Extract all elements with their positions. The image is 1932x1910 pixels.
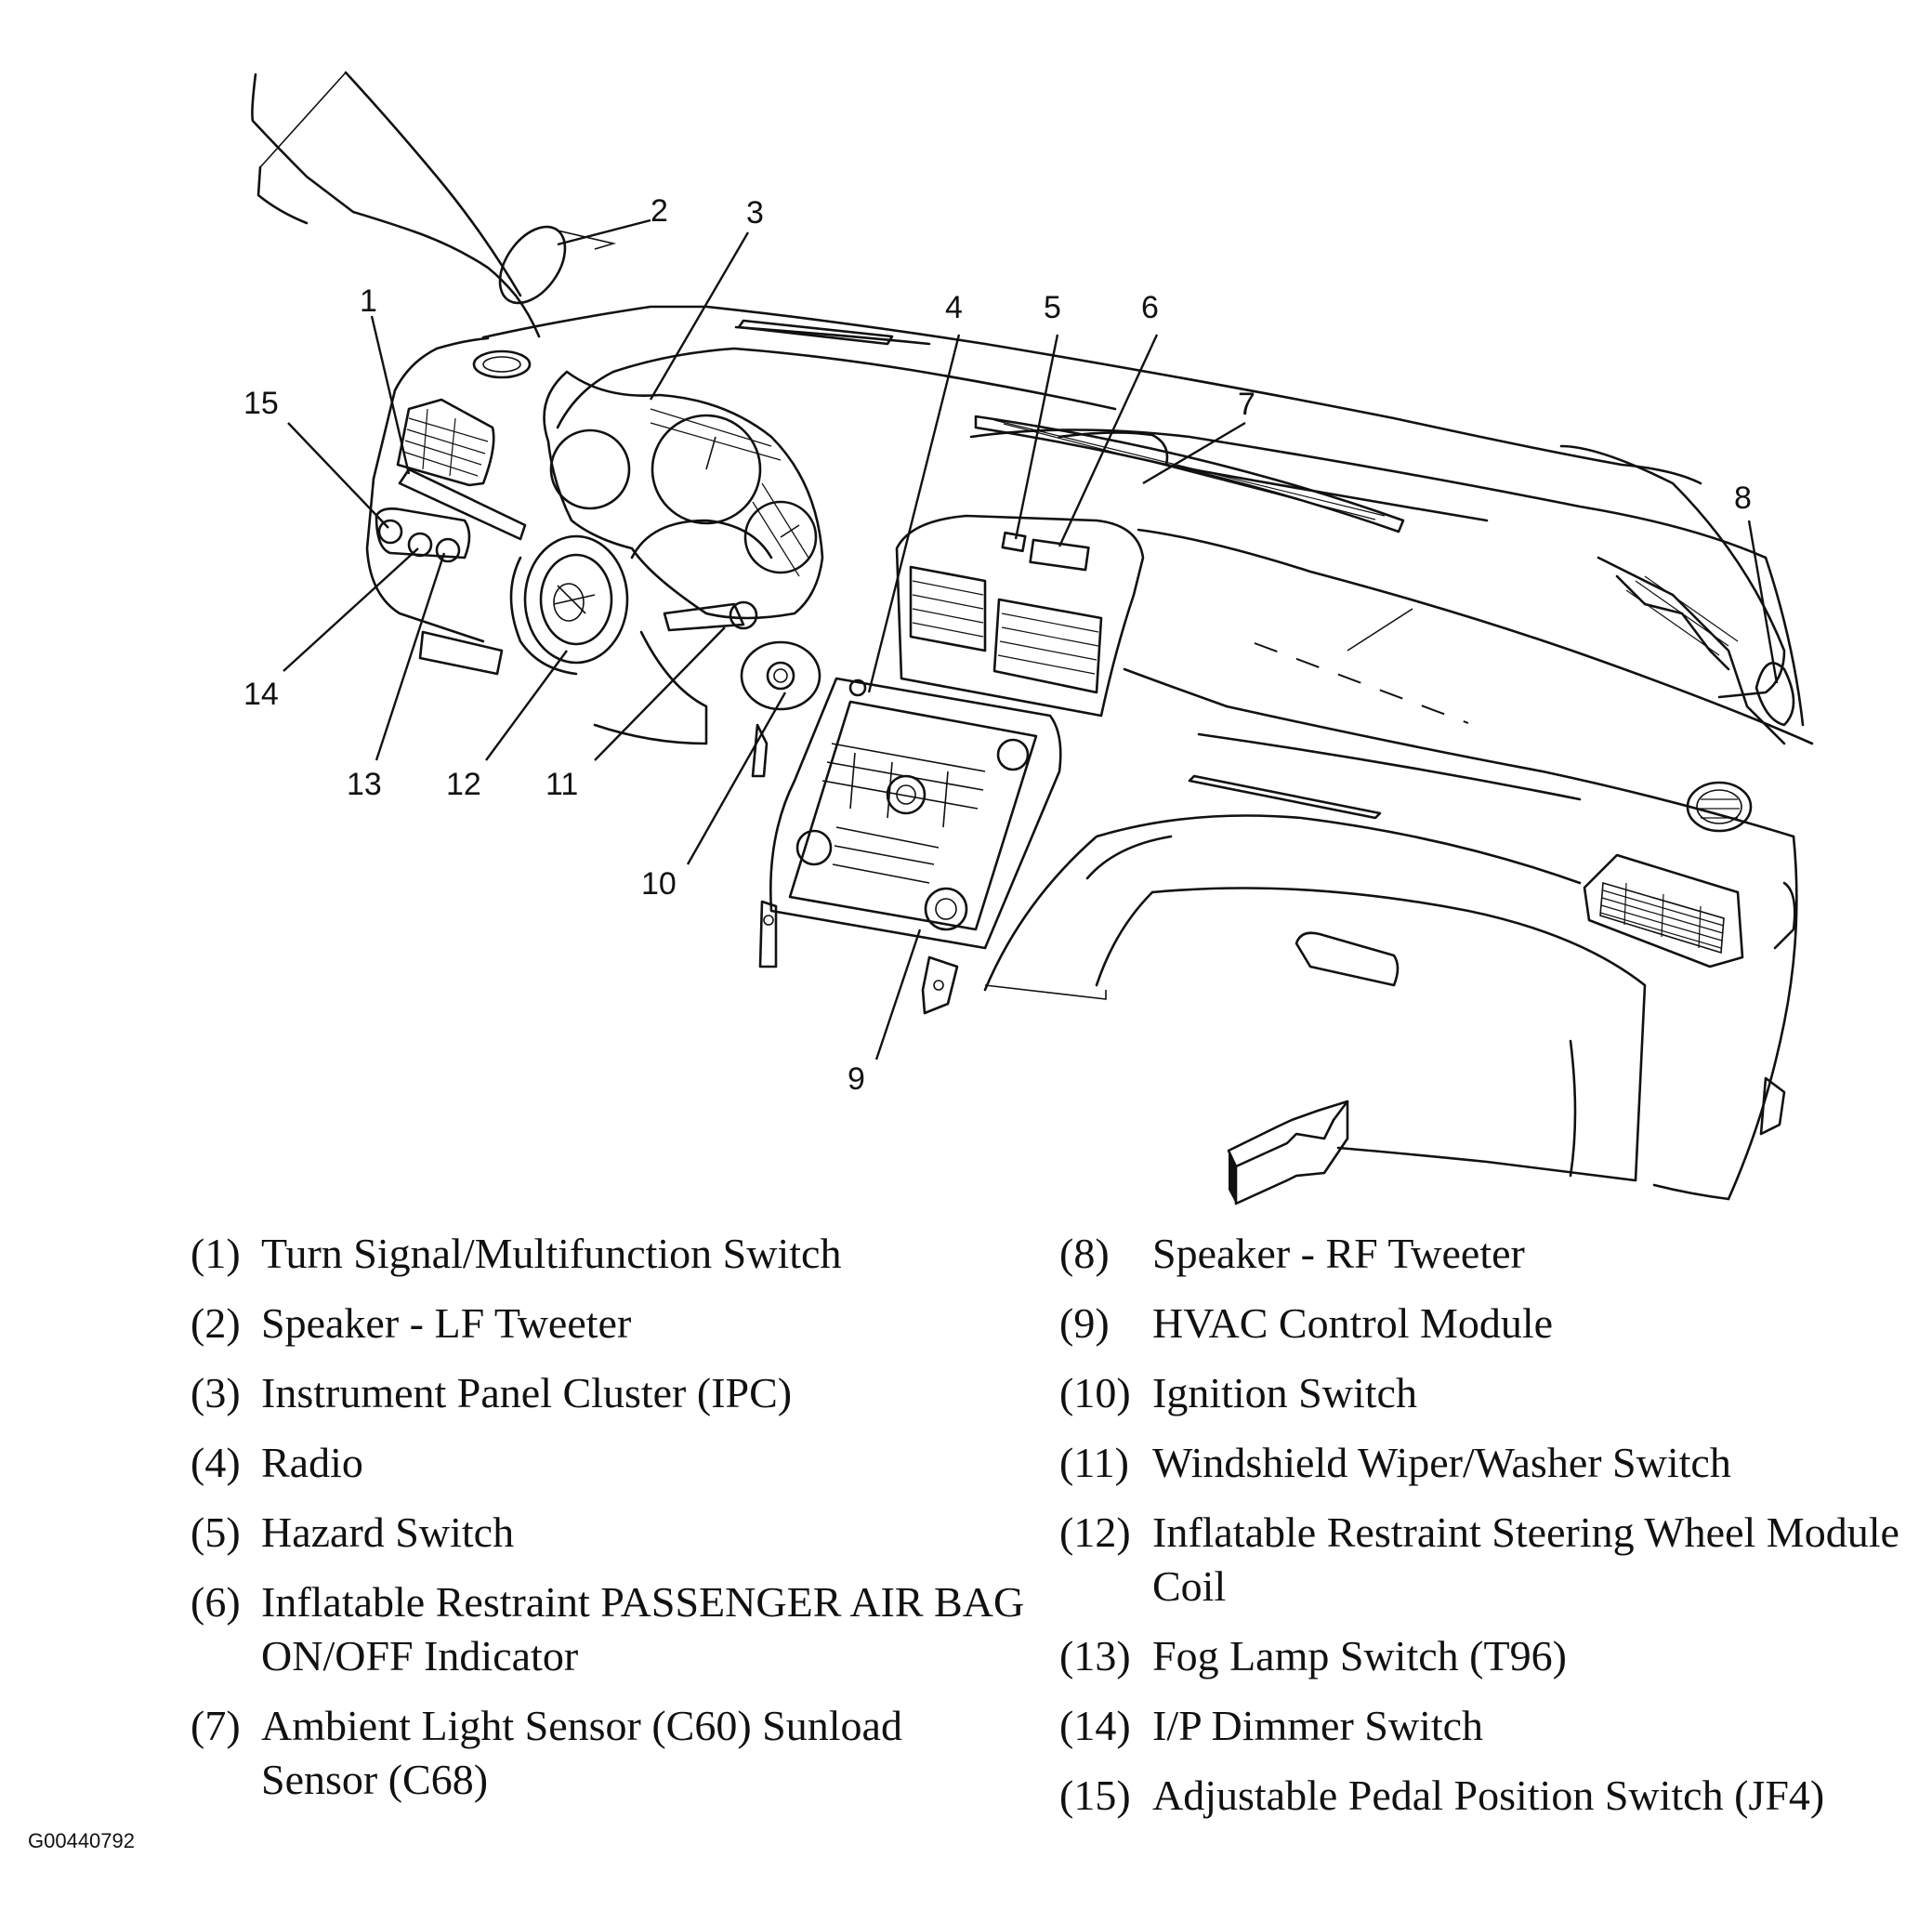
center-stack-upper	[895, 514, 1145, 718]
callout-1: 1	[360, 283, 377, 319]
legend-item: (3)Instrument Panel Cluster (IPC)	[191, 1369, 793, 1416]
left-round-vent	[472, 349, 532, 379]
defrost-vent	[737, 319, 1405, 533]
callout-15: 15	[243, 386, 279, 421]
callout-12: 12	[446, 767, 481, 802]
legend-item: (1)Turn Signal/Multifunction Switch	[191, 1230, 842, 1277]
left-switch-panel	[375, 507, 504, 676]
callout-8: 8	[1734, 481, 1752, 516]
steering-wheel-coil	[509, 519, 773, 745]
legend-item: (11)Windshield Wiper/Washer Switch	[1059, 1439, 1731, 1486]
legend-item: (10)Ignition Switch	[1059, 1369, 1417, 1416]
callout-13: 13	[347, 767, 382, 802]
legend-item: (6)Inflatable Restraint PASSENGER AIR BA…	[191, 1578, 1025, 1679]
callout-6: 6	[1141, 290, 1159, 325]
callout-labels: 1 2 3 4 5 6 7 8 9 10 11 12 13 14 15	[243, 193, 1752, 1097]
legend-item: (13)Fog Lamp Switch (T96)	[1059, 1632, 1567, 1679]
callout-9: 9	[848, 1061, 865, 1097]
legend-item: (12)Inflatable Restraint Steering Wheel …	[1059, 1508, 1899, 1610]
legend-item: (8)Speaker - RF Tweeter	[1059, 1230, 1525, 1277]
legend-item: (9)HVAC Control Module	[1059, 1299, 1554, 1347]
callout-3: 3	[746, 195, 764, 231]
instrument-cluster	[543, 370, 824, 620]
leader-lines	[283, 218, 1779, 1060]
legend-item: (7)Ambient Light Sensor (C60) Sunload Se…	[191, 1702, 902, 1803]
legend-item: (5)Hazard Switch	[191, 1508, 515, 1556]
callout-10: 10	[641, 866, 677, 902]
rf-tweeter	[1559, 444, 1796, 1136]
legend-item: (2)Speaker - LF Tweeter	[191, 1299, 632, 1347]
glove-box-handle	[1295, 931, 1400, 987]
figure-id: G00440792	[28, 1829, 135, 1852]
legend-left-column: (1)Turn Signal/Multifunction Switch (2)S…	[191, 1227, 1027, 1823]
dashboard-diagram: 1 2 3 4 5 6 7 8 9 10 11 12 13 14 15	[243, 71, 1814, 1205]
forward-arrow	[1227, 1100, 1349, 1205]
right-round-vent	[1686, 781, 1753, 833]
dashboard-outline	[365, 305, 1814, 1201]
legend-item: (14)I/P Dimmer Switch	[1059, 1702, 1484, 1749]
callout-11: 11	[545, 767, 578, 802]
ignition-switch	[740, 640, 821, 778]
radio-hvac-faceplate	[758, 677, 1107, 1015]
callout-2: 2	[651, 193, 668, 229]
legend: (1)Turn Signal/Multifunction Switch (2)S…	[0, 1227, 1932, 1859]
callout-5: 5	[1044, 290, 1061, 325]
callout-14: 14	[243, 677, 279, 712]
callout-4: 4	[945, 290, 963, 325]
legend-item: (15)Adjustable Pedal Position Switch (JF…	[1059, 1772, 1825, 1819]
left-square-vent	[396, 398, 495, 487]
legend-item: (4)Radio	[191, 1439, 363, 1486]
legend-right-column: (8)Speaker - RF Tweeter (9)HVAC Control …	[1059, 1227, 1924, 1838]
right-square-vent	[1583, 853, 1744, 968]
multifunction-stalks	[398, 468, 758, 632]
lf-tweeter	[498, 225, 617, 305]
a-pillar-trim	[251, 71, 541, 338]
callout-7: 7	[1238, 387, 1255, 422]
